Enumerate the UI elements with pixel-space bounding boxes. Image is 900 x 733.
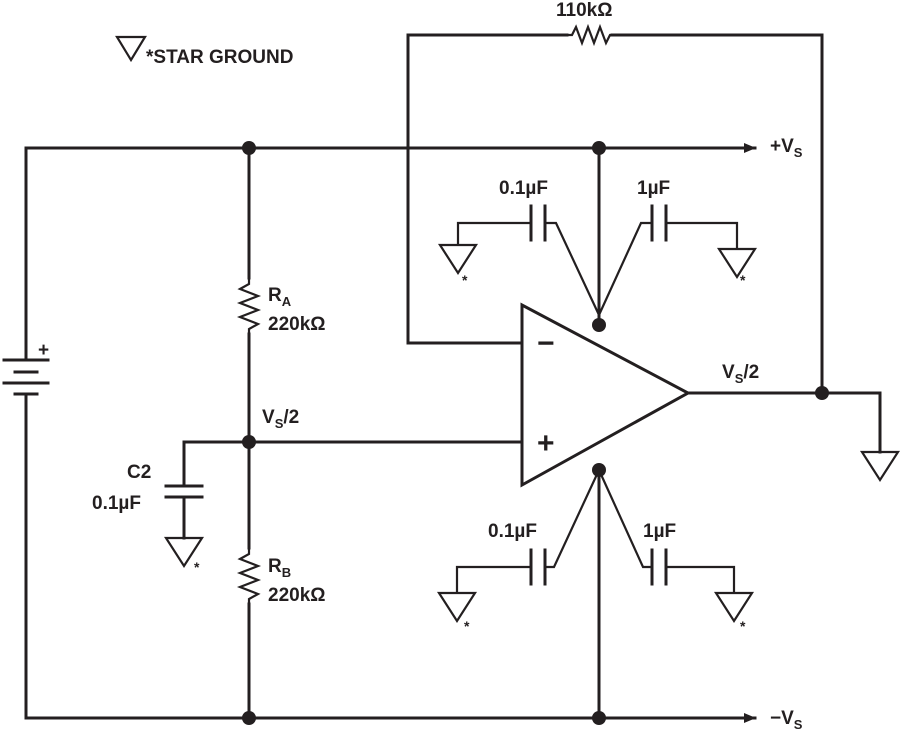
output-network: VS/2: [686, 362, 900, 483]
star-ground-legend: *STAR GROUND: [115, 35, 293, 68]
resistor-rb-value: 220kΩ: [268, 585, 326, 606]
resistor-ra-value: 220kΩ: [268, 314, 326, 335]
resistor-ra-name: RA: [268, 285, 292, 309]
junction-dot: [592, 318, 606, 332]
svg-text:*: *: [740, 618, 746, 634]
star-ground-icon: [437, 243, 479, 276]
top-decoupling: * 0.1µF * 1µF: [437, 178, 758, 316]
ground-icon: [859, 450, 900, 483]
output-label: VS/2: [722, 362, 759, 386]
positive-rail: +VS: [24, 136, 803, 160]
positive-rail-label: +VS: [770, 136, 803, 160]
svg-text:*: *: [464, 618, 470, 634]
battery-plus-sign: +: [38, 340, 49, 361]
bottom-decoupling: * 0.1µF * 1µF: [436, 469, 755, 634]
voltage-divider: RA 220kΩ RB 220kΩ VS/2: [236, 146, 326, 720]
cap-bottom-right-value: 1µF: [643, 521, 676, 542]
c2-value: 0.1µF: [92, 493, 141, 514]
junction-dot: [592, 463, 606, 477]
c2-name: C2: [127, 462, 151, 483]
non-inverting-input-sign: +: [537, 427, 555, 460]
midpoint-label: VS/2: [262, 407, 299, 431]
cap-top-right-value: 1µF: [637, 178, 670, 199]
resistor-ra-icon: [236, 278, 262, 334]
svg-text:*: *: [740, 272, 746, 288]
inverting-input-sign: −: [537, 327, 555, 360]
junction-dot: [592, 711, 606, 725]
negative-rail-label: −VS: [770, 708, 803, 732]
junction-dot: [242, 711, 256, 725]
negative-rail: −VS: [24, 708, 803, 732]
legend-text: *STAR GROUND: [146, 47, 293, 68]
op-amp: − +: [520, 302, 692, 488]
battery: +: [2, 146, 50, 720]
svg-text:*: *: [194, 559, 200, 575]
star-ground-icon: [716, 247, 758, 280]
junction-dot: [815, 386, 829, 400]
cap-top-left-value: 0.1µF: [499, 178, 548, 199]
bias-network: * C2 0.1µF: [92, 440, 524, 575]
cap-bottom-left-value: 0.1µF: [488, 521, 537, 542]
junction-dots: [242, 141, 829, 725]
feedback-resistor-value: 110kΩ: [556, 0, 612, 21]
junction-dot: [242, 141, 256, 155]
resistor-rb-name: RB: [268, 556, 291, 580]
resistor-rb-icon: [236, 548, 262, 604]
ground-icon: [115, 35, 147, 63]
feedback-network: 110kΩ: [406, 0, 824, 395]
star-ground-icon: [163, 536, 205, 569]
star-ground-icon: [436, 591, 478, 624]
svg-text:*: *: [462, 272, 468, 288]
junction-dot: [242, 435, 256, 449]
junction-dot: [592, 141, 606, 155]
star-ground-icon: [713, 591, 755, 624]
feedback-resistor-icon: [567, 23, 612, 47]
